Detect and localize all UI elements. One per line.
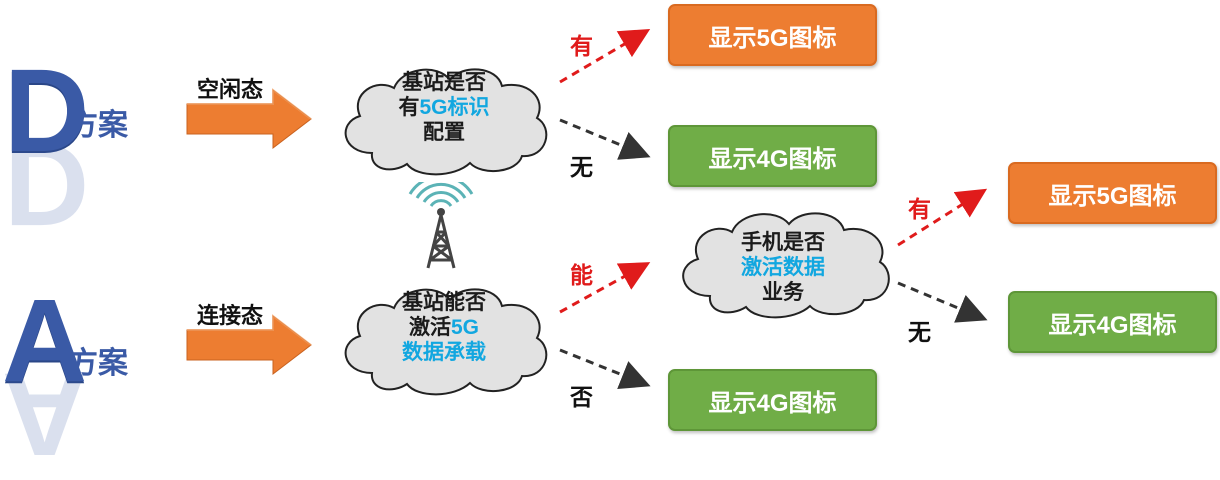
idle-5g-result-box: 显示5G图标 — [668, 4, 877, 66]
connected-state-label: 连接态 — [197, 303, 264, 328]
idle-big-arrow — [186, 88, 312, 150]
connected-no-label: 否 — [570, 384, 593, 410]
plan-d-letter: D — [4, 45, 89, 177]
idle-yes-label: 有 — [570, 33, 593, 59]
idle-yes-arrow — [559, 28, 651, 84]
phone-question-line1: 手机是否 — [741, 231, 825, 254]
phone-question-line2: 激活数据 — [741, 256, 825, 279]
phone-no-arrow — [897, 281, 988, 323]
connected-question-line2-highlight: 5G — [450, 316, 479, 339]
idle-question-line2-highlight: 5G标识 — [419, 96, 490, 119]
connected-yes-arrow — [559, 262, 651, 314]
idle-no-arrow — [559, 118, 651, 160]
phone-4g-result-box: 显示4G图标 — [1008, 291, 1217, 353]
plan-d-label: 方案 — [68, 109, 128, 142]
phone-5g-result-box: 显示5G图标 — [1008, 162, 1217, 224]
connected-question-cloud — [344, 288, 548, 396]
connector-lines — [559, 28, 988, 390]
phone-question-line3: 业务 — [762, 281, 804, 304]
connected-big-arrow — [186, 314, 312, 376]
idle-question-cloud — [344, 68, 548, 176]
idle-state-label: 空闲态 — [197, 77, 264, 102]
connected-no-arrow — [559, 348, 651, 390]
cell-tower-icon — [408, 182, 474, 269]
phone-no-label: 无 — [908, 319, 931, 345]
connected-yes-label: 能 — [570, 262, 593, 288]
phone-yes-arrow — [897, 188, 988, 247]
plan-a-label: 方案 — [68, 347, 128, 380]
plan-a-letter: A — [2, 275, 87, 407]
idle-question-line3: 配置 — [423, 121, 465, 144]
connected-question-line1: 基站能否 — [402, 291, 486, 314]
idle-4g-result-box: 显示4G图标 — [668, 125, 877, 187]
idle-question-line2-pre: 有 — [398, 96, 420, 119]
phone-question-cloud — [682, 212, 890, 319]
connected-4g-result-box: 显示4G图标 — [668, 369, 877, 431]
idle-no-label: 无 — [570, 154, 593, 180]
connected-question-line3: 数据承载 — [402, 341, 486, 364]
phone-yes-label: 有 — [908, 196, 931, 222]
connected-question-line2-pre: 激活 — [408, 316, 451, 339]
idle-question-line1: 基站是否 — [402, 71, 486, 94]
